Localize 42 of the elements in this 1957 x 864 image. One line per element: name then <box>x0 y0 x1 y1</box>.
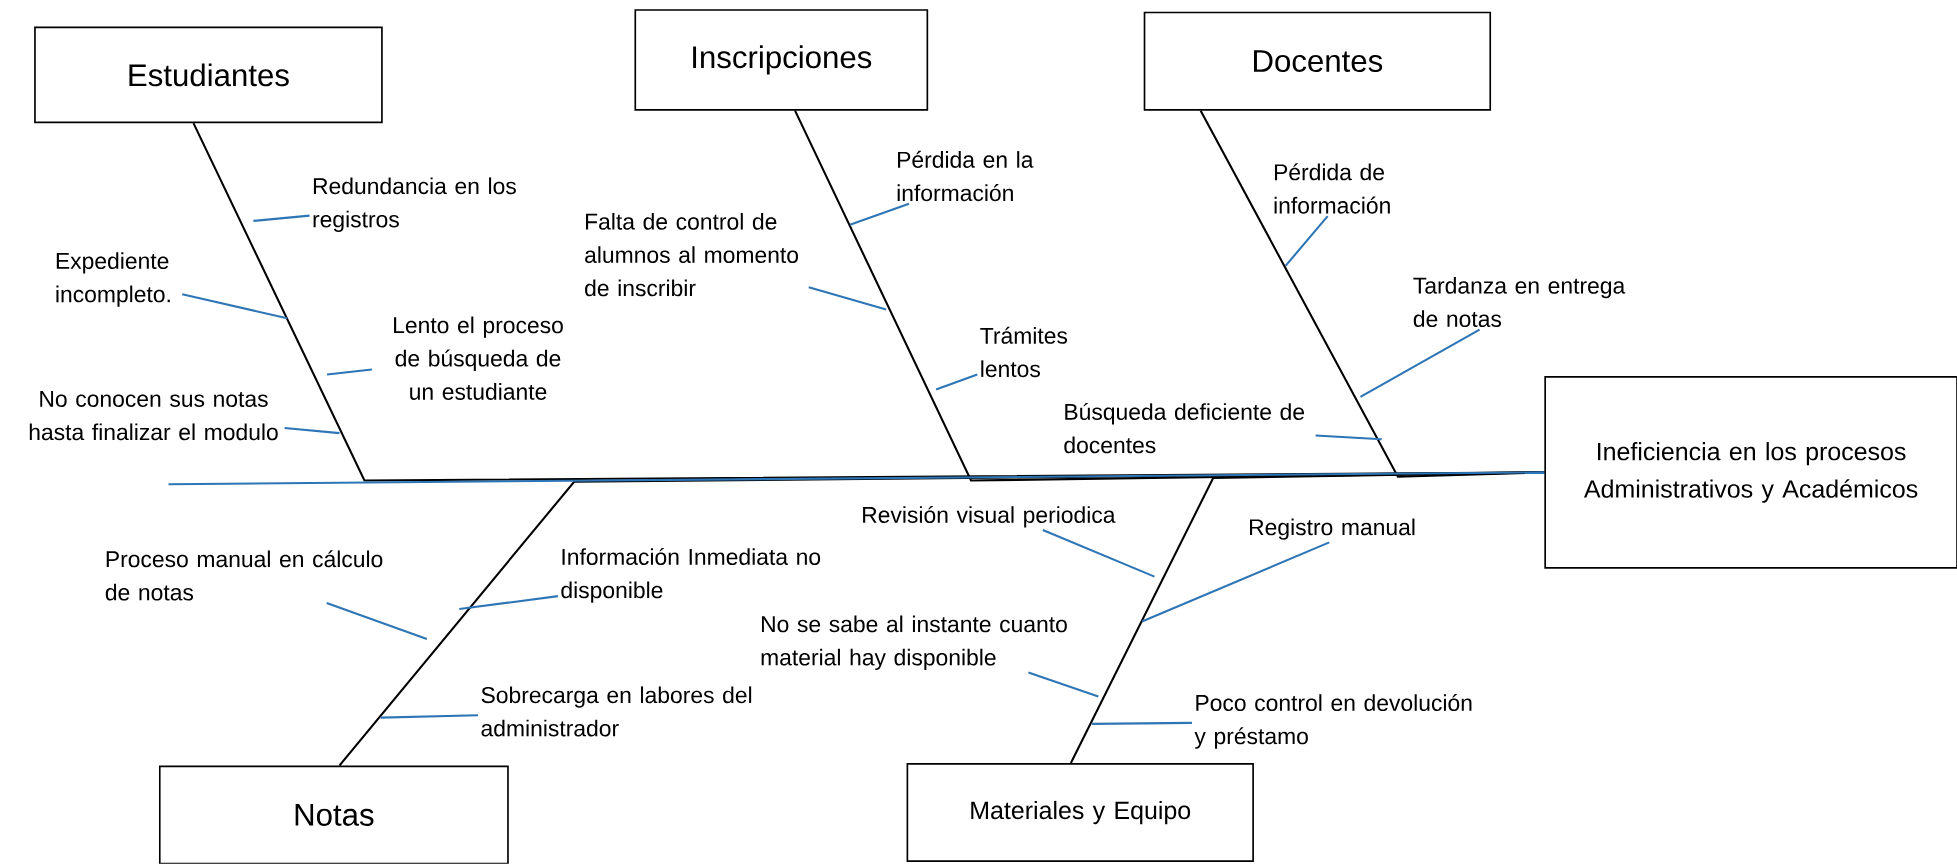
cause-label: Proceso manual en cálculo de notas <box>105 550 383 601</box>
leader-line <box>284 427 340 435</box>
leader-line <box>849 202 910 226</box>
category-box: Notas <box>158 765 509 864</box>
category-box: Materiales y Equipo <box>906 763 1254 863</box>
effect-box: Ineficiencia en los procesos Administrativos y Académicos <box>1544 376 1957 569</box>
cause-label: Búsqueda deficiente de docentes <box>1064 403 1305 454</box>
cause-label: Poco control en devolución y préstamo <box>1194 694 1472 749</box>
leader-line <box>1042 529 1155 578</box>
cause-label: Tardanza en entrega de notas <box>1413 277 1626 328</box>
spine-line <box>168 471 1545 486</box>
leader-line <box>1359 328 1481 398</box>
leader-line <box>1284 215 1329 267</box>
cause-label: Redundancia en los registros <box>313 177 516 233</box>
leader-line <box>1092 722 1192 726</box>
bone-line <box>1199 110 1545 478</box>
category-box: Estudiantes <box>34 26 383 124</box>
leader-line <box>1028 671 1099 698</box>
cause-label: Pérdida de información <box>1274 163 1390 214</box>
leader-line <box>1315 434 1382 441</box>
leader-line <box>935 373 978 391</box>
cause-label: Registro manual <box>1250 518 1415 540</box>
cause-label: Pérdida en la información <box>897 150 1034 202</box>
cause-label: Revisión visual periodica <box>863 506 1116 528</box>
leader-line <box>182 293 288 320</box>
leader-line <box>1141 541 1330 623</box>
cause-label: Falta de control de alumnos al momento de inscribir <box>585 213 798 297</box>
leader-line <box>326 602 428 641</box>
cause-label: Sobrecarga en labores del administrador <box>481 686 752 737</box>
leader-line <box>808 286 887 311</box>
cause-label: Lento el proceso de búsqueda de un estudiante <box>394 316 563 401</box>
leader-line <box>459 595 559 611</box>
cause-label: Expediente incompleto. <box>56 252 170 307</box>
leader-line <box>253 214 310 223</box>
leader-line <box>326 368 373 376</box>
cause-label: Información Inmediata no disponible <box>561 548 821 603</box>
category-box: Inscripciones <box>634 9 929 111</box>
cause-label: No se sabe al instante cuanto material hay disponible <box>761 615 1067 671</box>
category-box: Docentes <box>1143 11 1492 111</box>
cause-label: No conocen sus notas hasta finalizar el modulo <box>29 391 278 441</box>
cause-label: Trámites lentos <box>980 326 1068 378</box>
leader-line <box>380 714 479 719</box>
